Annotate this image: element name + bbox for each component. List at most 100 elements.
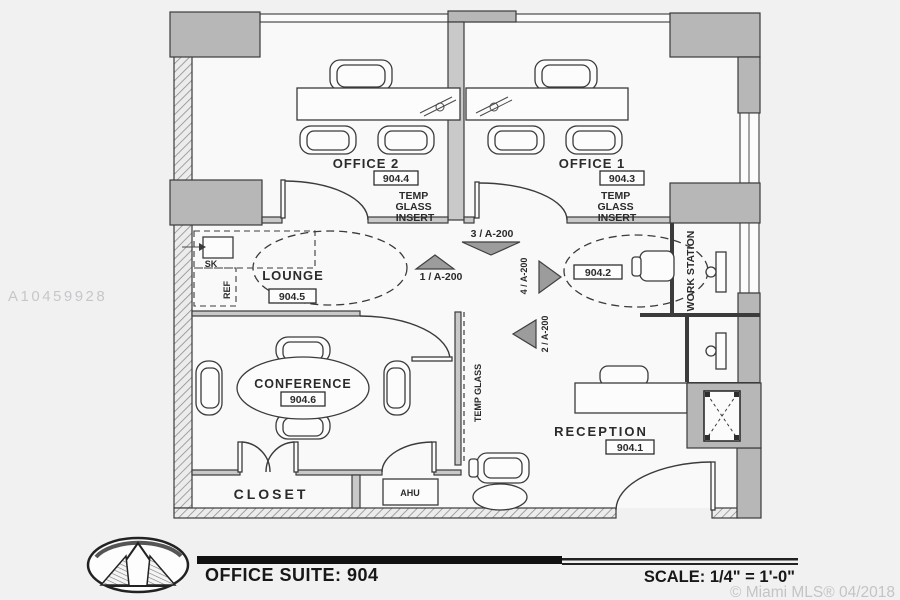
elevator-corner4 [734, 435, 739, 440]
office2-desk-phone-dial [435, 102, 445, 112]
workstation-chair-back [631, 256, 642, 277]
ahu-name: AHU [400, 488, 420, 498]
workstation-chair [639, 250, 675, 282]
closet-ahu-divider [351, 474, 361, 509]
callout-4-label: 4 / A-200 [519, 258, 529, 295]
office2-desk [296, 87, 461, 121]
reception-upper-wall [640, 313, 760, 317]
title-bar-thick [197, 556, 562, 564]
lounge-room: SK REF LOUNGE 904.5 [182, 230, 408, 307]
elevator-corner2 [734, 392, 739, 397]
mls-id-watermark: A10459928 [8, 288, 107, 305]
reception-name: RECEPTION [554, 424, 648, 439]
office1-door-arc [478, 182, 568, 221]
callout-3-label: 3 / A-200 [471, 228, 514, 240]
entry-door-leaf [710, 461, 716, 511]
callout-4-arrow-right [538, 259, 563, 295]
conference-table [236, 356, 370, 420]
title-block: OFFICE SUITE: 904 SCALE: 1/4" = 1'-0" [86, 536, 798, 594]
bottom-exterior-wall [173, 507, 617, 519]
sink-label: SK [205, 259, 218, 269]
ahu-door-leaf [431, 441, 437, 473]
workstation-name: WORK STATION [685, 231, 697, 312]
office-2-room: OFFICE 2 904.4 TEMP GLASS INSERT [296, 59, 461, 224]
title-bar-thin2 [562, 563, 798, 565]
closet-door1-arc [241, 441, 271, 473]
office-divider-wall [447, 21, 465, 221]
top-window-mullion [447, 10, 517, 23]
sink-arrow [199, 243, 206, 251]
doors [237, 179, 716, 511]
elevator-corner3 [705, 435, 710, 440]
conference-room: CONFERENCE 904.6 [195, 336, 411, 440]
sink-fixture [202, 236, 234, 259]
office1-desk-phone [475, 96, 513, 117]
title-bar-thin1 [562, 558, 798, 561]
temp-glass-partition [454, 311, 462, 466]
workstation-number: 904.2 [585, 267, 611, 279]
logo-left-triangle [99, 554, 130, 586]
reception-area: TEMP GLASS RECEPTION 904.1 [468, 364, 688, 511]
reception-side-table [472, 483, 528, 511]
closet-door2-arc [265, 441, 295, 473]
conference-name: CONFERENCE [254, 377, 352, 391]
office2-front-wall-left [261, 216, 283, 224]
detail-callouts: 3 / A-200 1 / A-200 4 / A-200 2 / A-200 [414, 228, 563, 353]
storage-room-wall [685, 317, 689, 382]
ahu-door-arc [381, 441, 433, 473]
bottom-exterior-wall-right [711, 507, 739, 519]
workstation-area: 904.2 WORK STATION [563, 231, 727, 370]
office1-guest-chair2-seat [572, 130, 616, 151]
visitor-chair-back [468, 458, 479, 478]
office2-name: OFFICE 2 [333, 156, 400, 171]
entry-door-arc [615, 461, 712, 511]
reception-number-box [605, 439, 655, 455]
sheet-scale: SCALE: 1/4" = 1'-0" [644, 568, 795, 586]
mls-copyright-watermark: © Miami MLS® 04/2018 [730, 584, 895, 600]
right-wall-upper [737, 56, 761, 114]
closet-wall-b [295, 469, 383, 476]
storage-room-desk [715, 332, 727, 370]
callout-3-arrow-down [461, 241, 521, 256]
hall-door-arc [359, 315, 451, 361]
office1-name: OFFICE 1 [559, 156, 626, 171]
fridge-dashed-zone [193, 267, 237, 307]
callout-1-arrow-up [414, 254, 456, 270]
ahu-unit [382, 478, 439, 506]
office1-exec-chair-seat [541, 64, 591, 88]
office1-desk [465, 87, 629, 121]
office2-door-arc [284, 180, 369, 221]
callout-1-label: 1 / A-200 [420, 271, 463, 283]
column-top-left [169, 11, 261, 58]
callout-2-label: 2 / A-200 [540, 316, 550, 353]
hall-door-leaf [411, 356, 453, 362]
closet-wall-c [433, 469, 462, 476]
reception-number: 904.1 [617, 442, 643, 454]
closet-wall-a [191, 469, 241, 476]
closet-door2-leaf [293, 441, 299, 473]
workstation-desk-knob [705, 266, 717, 278]
office1-door-leaf [474, 181, 480, 219]
office2-number: 904.4 [383, 173, 409, 185]
office2-exec-chair-seat [336, 64, 386, 88]
conference-chair-bottom-seat [282, 417, 324, 437]
office2-number-box [373, 170, 419, 186]
closet-ahu-area: CLOSET AHU [234, 478, 439, 506]
office1-temp-glass-label: TEMP GLASS INSERT [597, 190, 636, 224]
column-mid-right [669, 182, 761, 224]
closet-name: CLOSET [234, 486, 309, 502]
lounge-number: 904.5 [279, 291, 305, 303]
column-top-right [669, 12, 761, 58]
closet-door1-leaf [237, 441, 243, 473]
lounge-number-box [268, 288, 317, 304]
office-1-room: OFFICE 1 904.3 TEMP GLASS INSERT [465, 59, 645, 224]
fridge-label: REF [222, 280, 232, 299]
kitchenette-dashed-counter [193, 230, 316, 269]
column-mid-left [169, 179, 263, 226]
office2-temp-glass-label: TEMP GLASS INSERT [395, 190, 434, 224]
workstation-desk [715, 251, 727, 293]
office2-door-leaf [280, 179, 286, 219]
office2-guest-chair2-seat [384, 130, 428, 151]
conference-chair-right-seat [386, 367, 406, 409]
